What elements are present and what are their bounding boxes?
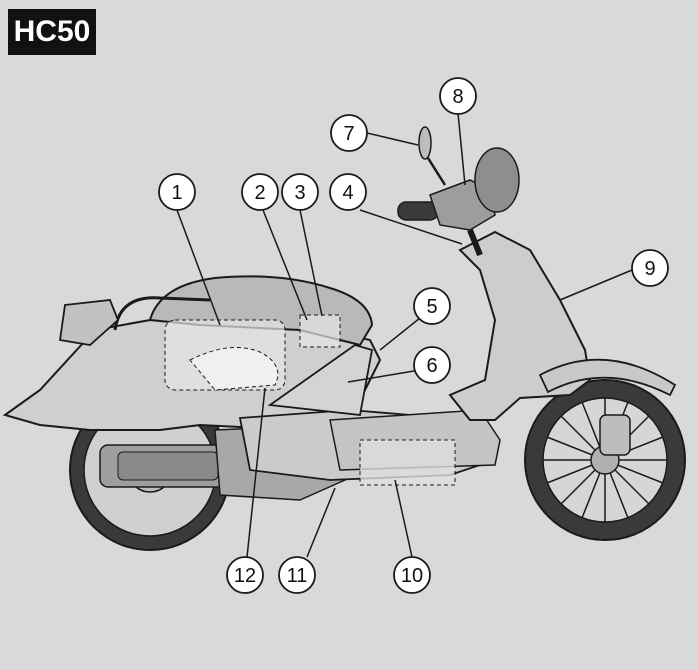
svg-text:10: 10 (401, 565, 423, 587)
svg-text:1: 1 (171, 182, 182, 204)
front-fender (538, 358, 677, 397)
callout-2: 2 (241, 173, 279, 211)
callout-1: 1 (158, 173, 196, 211)
callout-8: 8 (439, 77, 477, 115)
callout-6: 6 (413, 346, 451, 384)
hidden-fuel-tank (359, 439, 456, 486)
exhaust-muffler (99, 444, 241, 488)
svg-text:2: 2 (254, 182, 265, 204)
handlebar-assembly (397, 147, 520, 257)
front-leg-shield (448, 230, 592, 421)
svg-text:7: 7 (343, 123, 354, 145)
svg-text:11: 11 (287, 565, 308, 587)
svg-text:4: 4 (342, 182, 353, 204)
callout-10: 10 (393, 556, 431, 594)
front-wheel (524, 379, 686, 541)
svg-text:12: 12 (234, 565, 256, 587)
callout-12: 12 (226, 556, 264, 594)
callout-7: 7 (330, 114, 368, 152)
callout-11: 11 (278, 556, 316, 594)
svg-text:3: 3 (294, 182, 305, 204)
grab-rail (113, 296, 211, 331)
svg-text:5: 5 (426, 296, 437, 318)
tail-light (58, 299, 120, 346)
callout-4: 4 (329, 173, 367, 211)
hidden-battery-box (299, 314, 341, 348)
callout-3: 3 (281, 173, 319, 211)
rear-view-mirror (418, 126, 447, 186)
model-title-badge: HC50 (8, 9, 96, 55)
svg-text:6: 6 (426, 355, 437, 377)
callout-9: 9 (631, 249, 669, 287)
callout-leader-lines (176, 112, 633, 558)
svg-text:9: 9 (644, 258, 655, 280)
callout-5: 5 (413, 287, 451, 325)
hidden-underseat-storage (164, 319, 286, 391)
side-access-panel (267, 344, 374, 416)
svg-text:8: 8 (452, 86, 463, 108)
